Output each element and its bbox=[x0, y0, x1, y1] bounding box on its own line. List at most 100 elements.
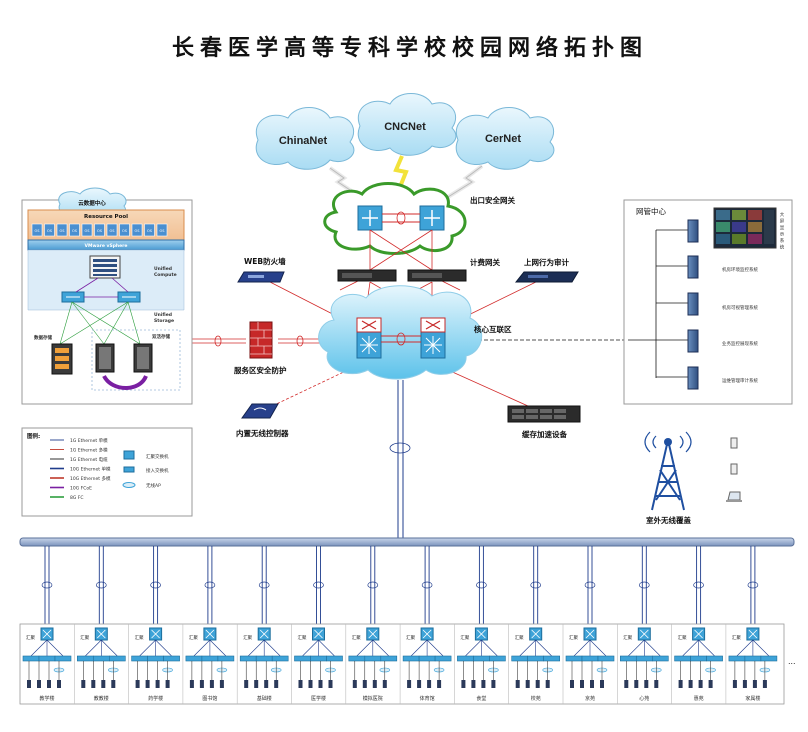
pc-icon[interactable] bbox=[762, 680, 767, 688]
pc-icon[interactable] bbox=[600, 680, 604, 688]
access-switch-icon[interactable] bbox=[93, 655, 110, 662]
access-switch-icon[interactable] bbox=[457, 655, 474, 662]
nms-server-3[interactable] bbox=[687, 329, 699, 353]
access-switch-icon[interactable] bbox=[434, 655, 452, 662]
access-switch-icon[interactable] bbox=[565, 655, 583, 662]
access-switch-icon[interactable] bbox=[147, 655, 164, 662]
pc-icon[interactable] bbox=[57, 680, 61, 688]
access-switch-icon[interactable] bbox=[690, 655, 707, 662]
access-switch-icon[interactable] bbox=[728, 655, 746, 662]
pc-icon[interactable] bbox=[678, 680, 683, 688]
blade-chassis[interactable] bbox=[89, 255, 121, 279]
access-switch-icon[interactable] bbox=[597, 655, 615, 662]
vm-os-box[interactable] bbox=[119, 223, 130, 237]
egress-router-left[interactable] bbox=[357, 205, 383, 231]
access-switch-icon[interactable] bbox=[418, 655, 436, 662]
pc-icon[interactable] bbox=[545, 680, 550, 688]
pc-icon[interactable] bbox=[580, 680, 584, 688]
access-switch-icon[interactable] bbox=[54, 655, 72, 662]
pc-icon[interactable] bbox=[81, 680, 86, 688]
core-switch-left[interactable] bbox=[356, 317, 382, 359]
access-switch-icon[interactable] bbox=[201, 655, 219, 662]
pc-icon[interactable] bbox=[101, 680, 106, 688]
pc-icon[interactable] bbox=[590, 680, 594, 688]
pc-icon[interactable] bbox=[708, 680, 713, 688]
pc-icon[interactable] bbox=[254, 680, 259, 688]
access-switch-icon[interactable] bbox=[271, 655, 289, 662]
pc-icon[interactable] bbox=[634, 680, 639, 688]
pc-icon[interactable] bbox=[742, 680, 747, 688]
vm-os-box[interactable] bbox=[31, 223, 43, 237]
pc-icon[interactable] bbox=[47, 680, 51, 688]
pc-icon[interactable] bbox=[535, 680, 540, 688]
pc-icon[interactable] bbox=[437, 680, 442, 688]
access-switch-icon[interactable] bbox=[473, 655, 490, 662]
pc-icon[interactable] bbox=[654, 680, 659, 688]
pc-icon[interactable] bbox=[274, 680, 279, 688]
pc-icon[interactable] bbox=[362, 680, 367, 688]
pc-icon[interactable] bbox=[515, 680, 520, 688]
access-switch-icon[interactable] bbox=[380, 655, 398, 662]
access-switch-icon[interactable] bbox=[674, 655, 691, 662]
pc-icon[interactable] bbox=[372, 680, 377, 688]
access-switch-icon[interactable] bbox=[294, 655, 311, 662]
pc-icon[interactable] bbox=[199, 680, 204, 688]
pc-icon[interactable] bbox=[37, 680, 41, 688]
pc-icon[interactable] bbox=[298, 680, 303, 688]
access-switch-icon[interactable] bbox=[255, 655, 273, 662]
pc-icon[interactable] bbox=[352, 680, 357, 688]
access-switch-icon[interactable] bbox=[581, 655, 599, 662]
pc-icon[interactable] bbox=[91, 680, 96, 688]
vm-os-box[interactable] bbox=[106, 223, 118, 237]
vm-os-box[interactable] bbox=[156, 223, 168, 237]
web-firewall-device[interactable] bbox=[237, 271, 285, 283]
pc-icon[interactable] bbox=[328, 680, 333, 688]
pc-icon[interactable] bbox=[145, 680, 150, 688]
vm-os-box[interactable] bbox=[81, 223, 93, 237]
access-switch-icon[interactable] bbox=[527, 655, 545, 662]
audit-device[interactable] bbox=[514, 271, 579, 283]
pc-icon[interactable] bbox=[219, 680, 224, 688]
access-switch-icon[interactable] bbox=[348, 655, 366, 662]
isp-cloud-chinanet[interactable]: ChinaNet bbox=[255, 107, 355, 170]
access-switch-icon[interactable] bbox=[326, 655, 343, 662]
pc-icon[interactable] bbox=[752, 680, 757, 688]
access-switch-icon[interactable] bbox=[651, 655, 669, 662]
pc-icon[interactable] bbox=[111, 680, 116, 688]
access-switch-icon[interactable] bbox=[77, 655, 94, 662]
pc-icon[interactable] bbox=[481, 680, 486, 688]
pc-icon[interactable] bbox=[417, 680, 422, 688]
access-switch-icon[interactable] bbox=[163, 655, 180, 662]
core-switch-right[interactable] bbox=[420, 317, 446, 359]
access-switch-icon[interactable] bbox=[489, 655, 506, 662]
vm-os-box[interactable] bbox=[144, 223, 155, 237]
wireless-tower-icon[interactable] bbox=[644, 431, 692, 511]
vm-os-box[interactable] bbox=[131, 223, 143, 237]
cache-device[interactable] bbox=[507, 405, 581, 423]
pc-icon[interactable] bbox=[407, 680, 412, 688]
pc-icon[interactable] bbox=[461, 680, 466, 688]
pc-icon[interactable] bbox=[471, 680, 476, 688]
access-switch-icon[interactable] bbox=[619, 655, 637, 662]
vm-os-box[interactable] bbox=[44, 223, 55, 237]
access-switch-icon[interactable] bbox=[38, 655, 56, 662]
access-switch-icon[interactable] bbox=[217, 655, 235, 662]
access-switch-icon[interactable] bbox=[131, 655, 148, 662]
wireless-controller[interactable] bbox=[241, 403, 279, 419]
pc-icon[interactable] bbox=[698, 680, 703, 688]
nms-server-4[interactable] bbox=[687, 366, 699, 390]
access-switch-icon[interactable] bbox=[22, 655, 40, 662]
data-storage-array[interactable] bbox=[51, 343, 73, 375]
pc-icon[interactable] bbox=[135, 680, 140, 688]
access-switch-icon[interactable] bbox=[744, 655, 762, 662]
isp-cloud-cncnet[interactable]: CNCNet bbox=[357, 93, 457, 156]
access-switch-icon[interactable] bbox=[109, 655, 126, 662]
